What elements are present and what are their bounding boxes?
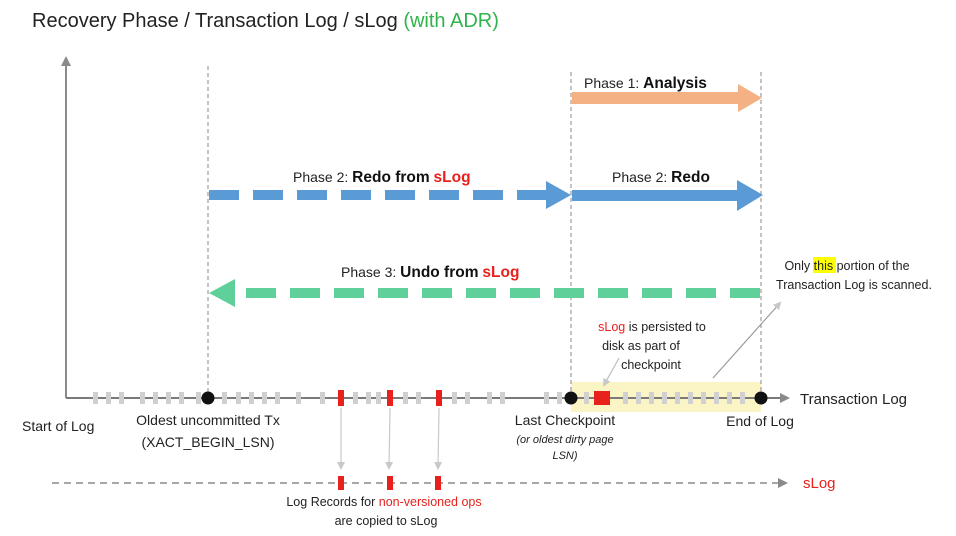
- phase2-slog-label: Phase 2: Redo from sLog: [293, 169, 471, 186]
- log-record-tick: [179, 392, 184, 404]
- log-record-tick: [544, 392, 549, 404]
- log-record-tick: [196, 392, 201, 404]
- log-record-tick: [93, 392, 98, 404]
- slog-checkpoint-record: [594, 391, 610, 405]
- last-checkpoint-label: Last Checkpoint: [515, 412, 616, 428]
- persisted-note-pointer: [603, 357, 620, 387]
- log-record-tick: [500, 392, 505, 404]
- log-record-tick: [487, 392, 492, 404]
- end-of-log-point: [754, 391, 768, 405]
- log-record-tick: [452, 392, 457, 404]
- scanned-note-line2: Transaction Log is scanned.: [776, 278, 932, 292]
- copy-arrow: [434, 407, 443, 470]
- slog-record: [435, 476, 441, 490]
- oldest-tx-label: Oldest uncommitted Tx: [136, 412, 280, 428]
- oldest-tx-point: [201, 391, 215, 405]
- persisted-note-line2: disk as part of: [602, 339, 680, 353]
- start-of-log-label: Start of Log: [22, 418, 94, 434]
- log-record-tick: [727, 392, 732, 404]
- checkpoint-note-line2: LSN): [552, 450, 577, 462]
- log-record-tick: [320, 392, 325, 404]
- log-record-tick: [106, 392, 111, 404]
- end-of-log-label: End of Log: [726, 413, 794, 429]
- this-highlight: [813, 257, 836, 273]
- log-record-tick: [636, 392, 641, 404]
- log-record-tick: [649, 392, 654, 404]
- log-record-tick: [353, 392, 358, 404]
- log-record-tick: [701, 392, 706, 404]
- log-record-tick: [403, 392, 408, 404]
- slog-axis-label: sLog: [803, 475, 836, 492]
- transaction-log-label: Transaction Log: [800, 391, 907, 408]
- log-record-tick: [675, 392, 680, 404]
- log-record-tick: [662, 392, 667, 404]
- checkpoint-point: [564, 391, 578, 405]
- log-record-tick: [236, 392, 241, 404]
- log-record-tick: [222, 392, 227, 404]
- diagram-title: Recovery Phase / Transaction Log / sLog …: [32, 10, 499, 32]
- phase1-label: Phase 1: Analysis: [584, 75, 707, 92]
- log-record-tick: [584, 392, 589, 404]
- non-versioned-record: [338, 390, 344, 406]
- redo-arrow: [572, 180, 763, 211]
- copied-note-line2: are copied to sLog: [335, 514, 438, 528]
- log-record-tick: [376, 392, 381, 404]
- log-record-tick: [153, 392, 158, 404]
- copy-arrow: [385, 407, 394, 470]
- log-record-tick: [557, 392, 562, 404]
- xact-begin-lsn-label: (XACT_BEGIN_LSN): [141, 434, 274, 450]
- undo-from-slog-arrow: [209, 279, 760, 307]
- scanned-note-line1: Only this portion of the: [784, 259, 909, 273]
- redo-from-slog-arrow: [209, 181, 571, 209]
- checkpoint-note-line1: (or oldest dirty page: [516, 434, 613, 446]
- persisted-note-line3: checkpoint: [621, 358, 681, 372]
- log-record-tick: [740, 392, 745, 404]
- log-record-tick: [119, 392, 124, 404]
- phase2-label: Phase 2: Redo: [612, 169, 710, 186]
- log-record-tick: [465, 392, 470, 404]
- log-record-tick: [166, 392, 171, 404]
- log-record-tick: [623, 392, 628, 404]
- non-versioned-record: [387, 390, 393, 406]
- analysis-arrow: [572, 84, 762, 112]
- log-record-tick: [688, 392, 693, 404]
- phase3-label: Phase 3: Undo from sLog: [341, 264, 519, 281]
- log-record-tick: [275, 392, 280, 404]
- slog-record: [387, 476, 393, 490]
- log-record-tick: [416, 392, 421, 404]
- non-versioned-record: [436, 390, 442, 406]
- copied-note-line1: Log Records for non-versioned ops: [286, 495, 481, 509]
- log-records: [93, 392, 745, 404]
- persisted-note-line1: sLog is persisted to: [598, 320, 706, 334]
- scanned-note-pointer: [712, 301, 782, 379]
- log-record-tick: [366, 392, 371, 404]
- log-record-tick: [140, 392, 145, 404]
- slog-record: [338, 476, 344, 490]
- log-record-tick: [262, 392, 267, 404]
- log-record-tick: [714, 392, 719, 404]
- log-record-tick: [296, 392, 301, 404]
- log-record-tick: [249, 392, 254, 404]
